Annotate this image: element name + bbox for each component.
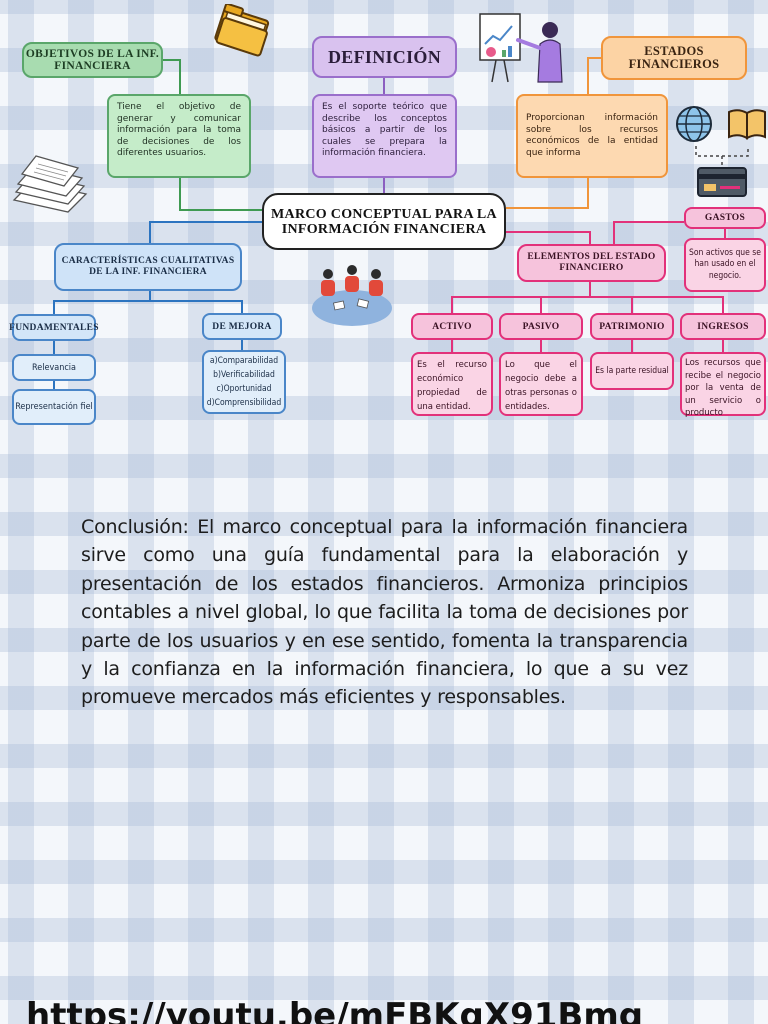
folder-icon: [214, 4, 270, 57]
mejora-item: a)Comparabilidad: [209, 356, 279, 366]
activo-title: ACTIVO: [411, 313, 493, 340]
connector-lines: [53, 57, 726, 389]
ingresos-title: INGRESOS: [680, 313, 766, 340]
conclusion-text: Conclusión: El marco conceptual para la …: [81, 516, 688, 709]
relevancia-item: Relevancia: [12, 354, 96, 381]
book-icon: [728, 109, 766, 140]
patrimonio-body: Es la parte residual: [590, 352, 674, 390]
presenter-chart-icon: [479, 13, 563, 83]
gastos-title: GASTOS: [684, 207, 766, 229]
objetivos-title: OBJETIVOS DE LA INF. FINANCIERA: [22, 42, 163, 78]
objetivos-body: Tiene el objetivo de generar y comunicar…: [107, 94, 251, 178]
pasivo-title: PASIVO: [499, 313, 583, 340]
fundamentales-title: FUNDAMENTALES: [9, 314, 99, 341]
representacion-item: Representación fiel: [12, 389, 96, 425]
activo-body: Es el recurso económico propiedad de una…: [411, 352, 493, 416]
video-link[interactable]: https://youtu.be/mFBKgX91Bmg: [26, 996, 644, 1024]
mejora-item: d)Comprensibilidad: [206, 398, 282, 408]
pasivo-body: Lo que el negocio debe a otras personas …: [499, 352, 583, 416]
meeting-icon: [312, 265, 392, 326]
mejora-title: DE MEJORA: [202, 313, 282, 340]
caracteristicas-title: CARACTERÍSTICAS CUALITATIVAS DE LA INF. …: [54, 243, 242, 291]
center-title: MARCO CONCEPTUAL PARA LA INFORMACIÓN FIN…: [262, 193, 506, 250]
mejora-item: c)Oportunidad: [216, 384, 272, 394]
papers-icon: [12, 155, 88, 213]
definicion-body: Es el soporte teórico que describe los c…: [312, 94, 457, 178]
globe-icon: [676, 106, 712, 142]
mejora-list: a)Comparabilidad b)Verificabilidad c)Opo…: [202, 350, 286, 414]
ingresos-body: Los recursos que recibe el negocio por l…: [680, 352, 766, 418]
mejora-item: b)Verificabilidad: [213, 370, 275, 380]
patrimonio-title: PATRIMONIO: [590, 313, 674, 340]
credit-card-icon: [695, 146, 749, 197]
definicion-title: DEFINICIÓN: [312, 36, 457, 78]
estados-title: ESTADOS FINANCIEROS: [601, 36, 747, 80]
elementos-title: ELEMENTOS DEL ESTADO FINANCIERO: [517, 244, 666, 282]
estados-body: Proporcionan información sobre los recur…: [516, 94, 668, 178]
gastos-body: Son activos que se han usado en el negoc…: [684, 238, 766, 292]
